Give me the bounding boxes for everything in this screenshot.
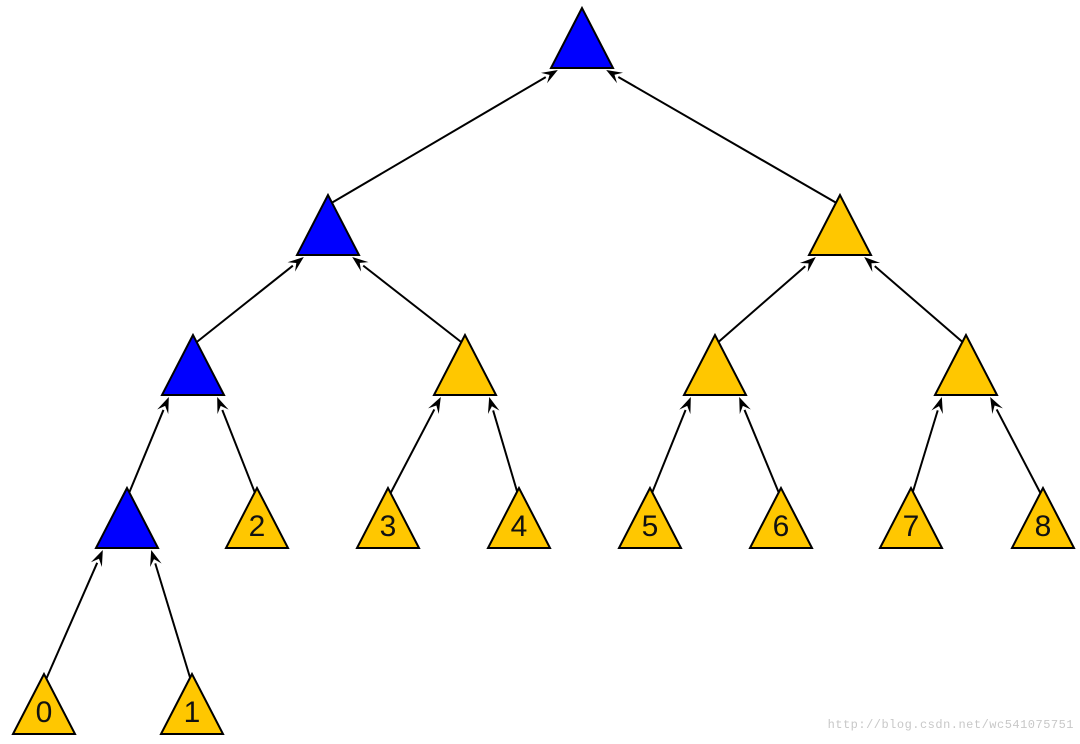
arrowhead-n2-to-c [217, 397, 229, 415]
edge-n7-to-f [910, 410, 939, 499]
node-label-n1: 1 [184, 696, 201, 729]
arrowhead-n3-to-d [428, 397, 441, 414]
node-label-n3: 3 [380, 510, 397, 543]
arrowhead-c-to-a [287, 257, 304, 272]
arrowhead-d-to-a [352, 257, 369, 272]
edge-n1-to-g [154, 563, 193, 685]
node-label-n2: 2 [249, 510, 266, 543]
edge-a-to-root [327, 76, 547, 206]
node-layer: 0 1 2 3 4 5 6 7 8 [11, 5, 1076, 735]
arrowhead-n5-to-e [679, 397, 691, 415]
arrowhead-n8-to-f [990, 397, 1003, 414]
tree-node-n0 [11, 671, 77, 735]
tree-node-n8 [1010, 485, 1076, 549]
edge-n6-to-e [743, 409, 782, 499]
tree-node-g [94, 485, 160, 549]
edge-layer [43, 70, 1044, 685]
tree-node-f [933, 332, 999, 396]
arrowhead-n1-to-g [150, 550, 162, 568]
node-label-n8: 8 [1035, 510, 1052, 543]
arrowhead-n4-to-d [487, 397, 500, 415]
tree-node-n3 [355, 485, 421, 549]
edge-n2-to-c [221, 409, 258, 499]
edge-b-to-root [617, 76, 841, 206]
tree-node-n7 [878, 485, 944, 549]
edge-e-to-b [714, 265, 806, 346]
edge-n8-to-f [995, 408, 1044, 499]
tree-node-a [295, 192, 361, 256]
edge-f-to-b [874, 265, 967, 346]
arrowhead-b-to-root [606, 70, 624, 84]
edge-n3-to-d [387, 408, 436, 499]
edge-n4-to-d [492, 410, 520, 499]
arrowhead-n0-to-g [90, 550, 103, 568]
tree-node-n2 [224, 485, 290, 549]
tree-node-b [807, 192, 873, 256]
tree-node-c [160, 332, 226, 396]
tree-node-root [549, 5, 615, 69]
arrowhead-g-to-c [157, 397, 169, 415]
arrowhead-a-to-root [540, 70, 558, 84]
node-label-n0: 0 [36, 696, 53, 729]
tree-node-n5 [617, 485, 683, 549]
watermark-url: http://blog.csdn.net/wc541075751 [827, 718, 1074, 732]
node-label-n4: 4 [511, 510, 528, 543]
arrowhead-e-to-b [799, 257, 816, 273]
edge-d-to-a [362, 264, 466, 346]
arrowhead-n6-to-e [739, 397, 751, 415]
tree-node-n1 [159, 671, 225, 735]
edge-n0-to-g [43, 562, 99, 685]
node-label-n5: 5 [642, 510, 659, 543]
arrowhead-f-to-b [864, 257, 881, 273]
edge-g-to-c [126, 409, 165, 499]
tree-node-n6 [748, 485, 814, 549]
tree-node-d [432, 332, 498, 396]
arrowhead-n7-to-f [931, 397, 943, 415]
node-label-n6: 6 [773, 510, 790, 543]
edge-c-to-a [192, 264, 294, 346]
node-label-n7: 7 [903, 510, 920, 543]
tree-node-e [682, 332, 748, 396]
tree-node-n4 [486, 485, 552, 549]
edge-n5-to-e [649, 409, 687, 499]
